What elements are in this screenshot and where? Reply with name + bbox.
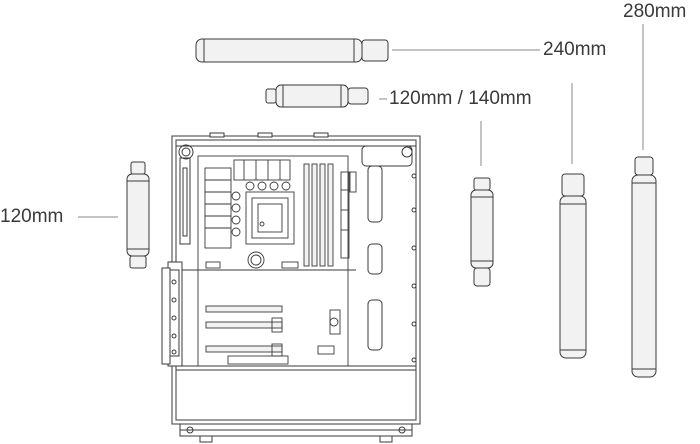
ram-slot-icon xyxy=(303,163,334,267)
radiator-icon xyxy=(559,173,587,359)
cpu-socket-icon xyxy=(245,191,295,245)
label-120-140mm: 120mm / 140mm xyxy=(389,88,532,109)
pc-case-icon xyxy=(161,132,421,425)
radiator-icon xyxy=(126,161,150,269)
radiator-icon xyxy=(265,84,369,108)
label-120mm-side: 120mm xyxy=(0,206,64,227)
label-280mm: 280mm xyxy=(623,1,687,22)
radiator-icon xyxy=(631,156,657,378)
motherboard-icon xyxy=(182,155,357,367)
radiator-icon xyxy=(470,177,494,287)
radiator-icon xyxy=(195,38,389,63)
label-240mm: 240mm xyxy=(543,39,607,60)
psu-shroud-icon xyxy=(175,365,417,443)
